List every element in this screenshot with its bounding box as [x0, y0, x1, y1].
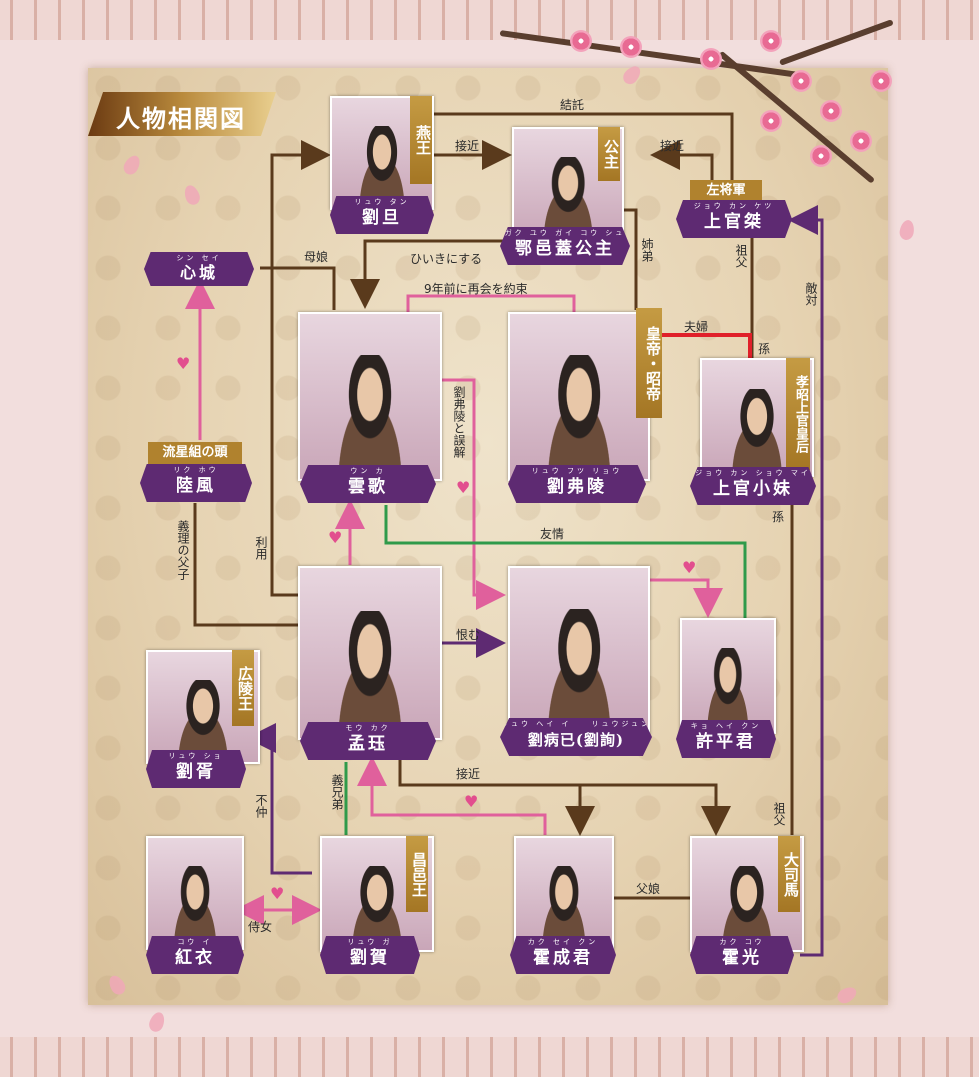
line-giri	[193, 503, 298, 627]
line-yujo	[384, 505, 747, 618]
heart-icon: ♥	[682, 558, 697, 577]
relation-sofu-kakuko: 祖父	[772, 802, 786, 826]
diagram-title: 人物相関図	[116, 104, 246, 133]
relation-boujou: 母娘	[304, 250, 329, 264]
line-gokai	[438, 378, 506, 610]
portrait-kyoheikun	[680, 618, 776, 734]
tag-liudan: 燕王	[410, 96, 432, 184]
name-badge-ryuheii: リュウ ヘイ イ リュウジュン劉病已(劉詢)	[500, 718, 652, 756]
heart-icon: ♥	[328, 528, 343, 547]
relation-fujo: 父娘	[636, 882, 661, 896]
portrait-mokaku	[298, 566, 442, 740]
line-fuchu	[246, 723, 312, 875]
line-sekkin-moukaku	[398, 760, 731, 836]
relation-gokai: 劉弗陵と誤解	[452, 386, 466, 458]
portrait-kakuseikun	[514, 836, 614, 950]
name-badge-shinsei: シン セイ心城	[144, 252, 254, 286]
line-heart-seikun	[357, 756, 547, 835]
relation-ketsutaku: 結託	[560, 98, 585, 112]
line-boujou	[260, 266, 336, 310]
relation-yujo: 友情	[540, 527, 565, 541]
portrait-ryufutsuryo	[508, 312, 650, 481]
name-badge-mokaku: モウ カク孟珏	[300, 722, 436, 760]
relation-yakusoku: 9年前に再会を約束	[424, 282, 528, 296]
tag-ryuga: 昌邑王	[406, 836, 428, 912]
relation-mago-shomai: 孫	[772, 510, 785, 524]
name-badge-ryufutsuryo: リュウ フツ リョウ劉弗陵	[508, 465, 646, 503]
tag-koushu: 公主	[598, 127, 620, 181]
diagram-title-banner: 人物相関図	[88, 92, 276, 136]
line-hiiki	[350, 239, 512, 309]
line-yakusoku	[406, 294, 576, 312]
tag-ryufutsuryo: 皇帝・昭帝	[636, 308, 662, 418]
heart-icon: ♥	[176, 354, 191, 373]
name-badge-koi: コウ イ紅衣	[146, 936, 244, 974]
relation-sekkin-jokan: 接近	[660, 139, 685, 153]
relation-sekkin-mokaku: 接近	[456, 767, 481, 781]
tag-jokanshomai: 孝昭上官皇后	[786, 358, 810, 470]
portrait-unka	[298, 312, 442, 481]
relation-tekitai: 敵対	[804, 282, 818, 306]
portrait-koi	[146, 836, 244, 950]
name-badge-kakuko: カク コウ霍光	[690, 936, 794, 974]
line-sekkin-jokan-koushu	[650, 140, 714, 184]
name-badge-liudan: リュウ タン劉旦	[330, 196, 434, 234]
heart-icon: ♥	[464, 792, 479, 811]
relation-riyo: 利用	[254, 536, 268, 560]
relation-gikyodai: 義兄弟	[330, 774, 344, 810]
name-badge-ryusho: リュウ ショ劉胥	[146, 750, 246, 788]
name-badge-koushu: ガク ユウ ガイ コウ シュ鄂邑蓋公主	[500, 227, 630, 265]
top-ornament-border	[0, 0, 979, 40]
tag-ryusho: 広陵王	[232, 650, 254, 726]
relation-fufu: 夫婦	[684, 320, 709, 334]
line-shitei	[618, 208, 638, 310]
tag-jokankets: 左将軍	[690, 180, 762, 202]
name-badge-jokankets: ジョウ カン ケツ上官桀	[676, 200, 792, 238]
heart-icon: ♥	[270, 884, 285, 903]
name-badge-unka: ウン カ雲歌	[300, 465, 436, 503]
line-tekitai	[788, 205, 824, 957]
relation-jijo: 侍女	[248, 920, 273, 934]
name-badge-kyoheikun: キョ ヘイ クン許平君	[676, 720, 776, 758]
name-badge-ryuga: リュウ ガ劉賀	[320, 936, 420, 974]
portrait-ryuheii	[508, 566, 650, 735]
relation-sekkin-liudan: 接近	[455, 139, 480, 153]
line-fufu	[662, 333, 752, 360]
relation-fuchu: 不仲	[254, 794, 268, 818]
tag-rikuho: 流星組の頭	[148, 442, 242, 464]
relation-uramu: 恨む	[456, 628, 481, 642]
portrait-ryusho	[146, 650, 260, 764]
name-badge-rikuho: リク ホウ陸風	[140, 464, 252, 502]
name-badge-kakuseikun: カク セイ クン霍成君	[510, 936, 616, 974]
relation-sofu-jokan: 祖父	[734, 244, 748, 268]
relation-hiiki: ひいきにする	[410, 252, 483, 266]
bottom-ornament-border	[0, 1037, 979, 1077]
line-riyo	[270, 140, 331, 597]
line-ketsutaku	[432, 112, 734, 180]
line-heart-kyo	[650, 578, 723, 618]
tag-kakuko: 大司馬	[778, 836, 800, 912]
relation-shitei: 姉弟	[640, 238, 654, 262]
heart-icon: ♥	[456, 478, 471, 497]
relation-mago-jokan: 孫	[758, 342, 771, 356]
name-badge-jokanshomai: ジョウ カン ショウ マイ上官小妹	[690, 467, 816, 505]
relation-giri: 義理の父子	[176, 520, 190, 580]
